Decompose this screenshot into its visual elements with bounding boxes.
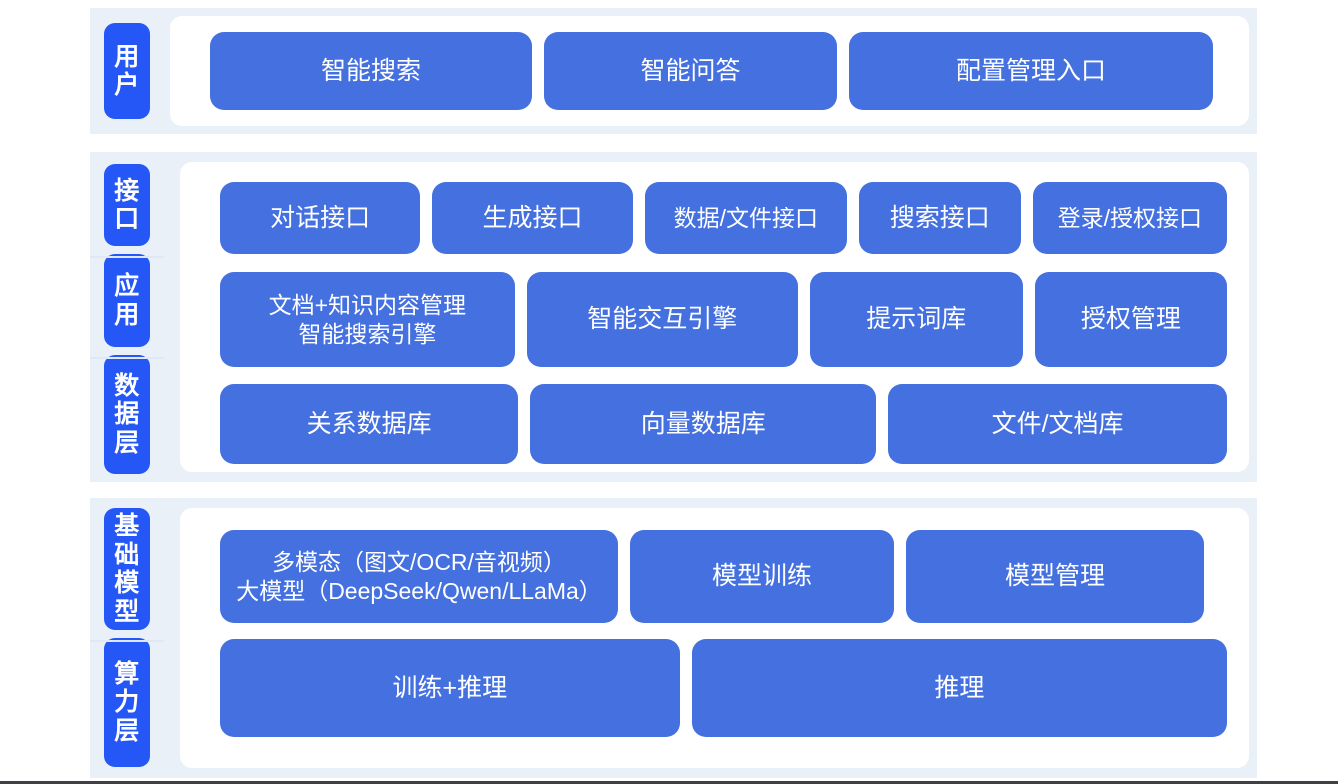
box-file-document-store[interactable]: 文件/文档库 [888, 384, 1227, 464]
subdivider-interface-application [90, 256, 164, 258]
section-middle: 接口 应用 数据层 对话接口 生成接口 数据/文件接口 搜索接口 登录/授权接口… [90, 152, 1257, 482]
layer-label-column-middle: 接口 应用 数据层 [104, 152, 150, 482]
box-generation-interface[interactable]: 生成接口 [432, 182, 633, 254]
box-search-interface[interactable]: 搜索接口 [858, 182, 1021, 254]
box-doc-knowledge-management[interactable]: 文档+知识内容管理 智能搜索引擎 [220, 272, 515, 367]
box-data-file-interface[interactable]: 数据/文件接口 [644, 182, 847, 254]
box-authorization-management[interactable]: 授权管理 [1034, 272, 1227, 367]
row-user-entry: 智能搜索 智能问答 配置管理入口 [210, 32, 1227, 110]
layer-chip-foundation-model: 基础模型 [104, 508, 150, 630]
layer-chip-application: 应用 [104, 254, 150, 347]
box-model-training[interactable]: 模型训练 [630, 530, 894, 623]
layer-label-column-foundation: 基础模型 算力层 [104, 498, 150, 778]
row-application: 文档+知识内容管理 智能搜索引擎 智能交互引擎 提示词库 授权管理 [220, 272, 1227, 367]
section-foundation: 基础模型 算力层 多模态（图文/OCR/音视频） 大模型（DeepSeek/Qw… [90, 498, 1257, 778]
box-login-auth-interface[interactable]: 登录/授权接口 [1032, 182, 1227, 254]
row-interface: 对话接口 生成接口 数据/文件接口 搜索接口 登录/授权接口 [220, 182, 1227, 254]
box-config-management-entry[interactable]: 配置管理入口 [849, 32, 1213, 110]
box-inference[interactable]: 推理 [691, 639, 1227, 737]
subdivider-application-data [90, 357, 164, 359]
box-smart-search[interactable]: 智能搜索 [210, 32, 532, 110]
row-compute: 训练+推理 推理 [220, 639, 1227, 737]
box-multimodal-large-model[interactable]: 多模态（图文/OCR/音视频） 大模型（DeepSeek/Qwen/LLaMa） [220, 530, 618, 623]
layer-chip-data: 数据层 [104, 355, 150, 474]
box-vector-database[interactable]: 向量数据库 [530, 384, 877, 464]
layer-chip-user: 用户 [104, 23, 150, 119]
subdivider-foundation-compute [90, 640, 164, 642]
layer-label-column-user: 用户 [104, 8, 150, 134]
box-relational-database[interactable]: 关系数据库 [220, 384, 519, 464]
box-model-management[interactable]: 模型管理 [906, 530, 1204, 623]
layer-chip-interface: 接口 [104, 164, 150, 246]
panel-middle: 对话接口 生成接口 数据/文件接口 搜索接口 登录/授权接口 文档+知识内容管理… [180, 162, 1249, 472]
layer-chip-compute: 算力层 [104, 638, 150, 767]
bottom-rule [0, 781, 1338, 784]
panel-foundation: 多模态（图文/OCR/音视频） 大模型（DeepSeek/Qwen/LLaMa）… [180, 508, 1249, 768]
box-smart-qa[interactable]: 智能问答 [544, 32, 837, 110]
box-prompt-library[interactable]: 提示词库 [809, 272, 1023, 367]
box-train-and-inference[interactable]: 训练+推理 [220, 639, 680, 737]
row-foundation-model: 多模态（图文/OCR/音视频） 大模型（DeepSeek/Qwen/LLaMa）… [220, 530, 1227, 623]
panel-user: 智能搜索 智能问答 配置管理入口 [170, 16, 1249, 126]
box-smart-interaction-engine[interactable]: 智能交互引擎 [526, 272, 798, 367]
section-user: 用户 智能搜索 智能问答 配置管理入口 [90, 8, 1257, 134]
row-data: 关系数据库 向量数据库 文件/文档库 [220, 384, 1227, 464]
box-dialog-interface[interactable]: 对话接口 [220, 182, 421, 254]
